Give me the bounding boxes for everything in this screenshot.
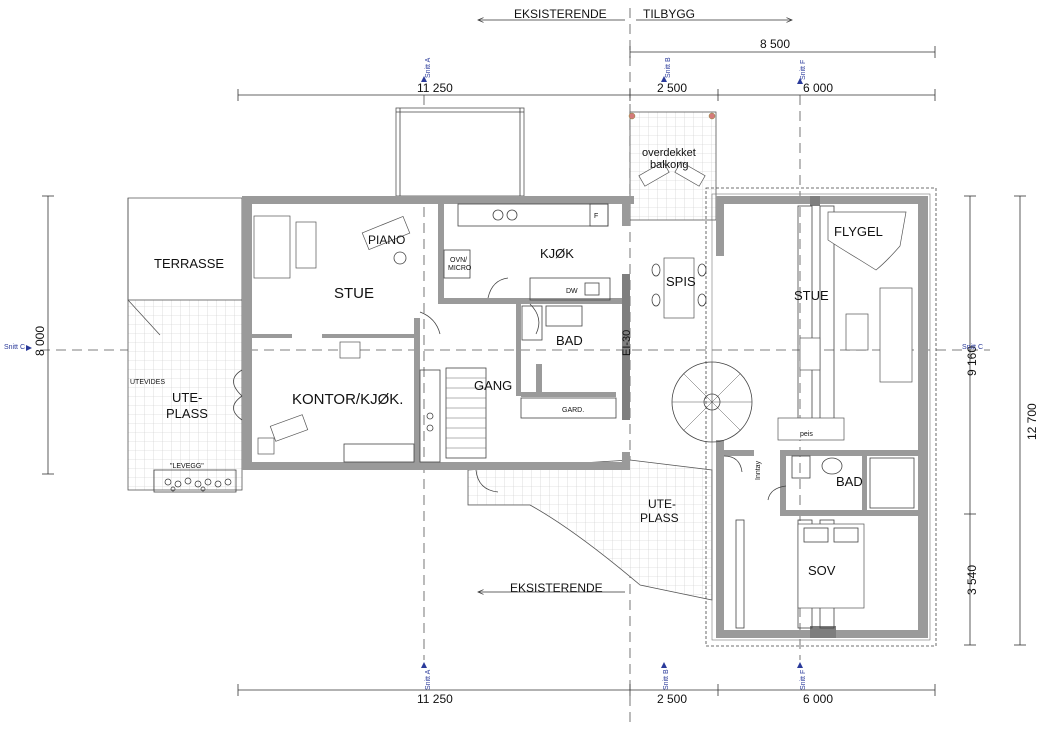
section-a-bottom: Snitt A	[425, 669, 432, 690]
label-ovn-2: MICRO	[448, 265, 472, 272]
top-dimensions: 8 500 11 250 2 500 6 000 Snitt A Snitt B…	[237, 37, 936, 101]
dim-bottom-mid: 2 500	[657, 692, 687, 706]
label-gard: GARD.	[562, 407, 584, 414]
label-fridge: F	[594, 213, 598, 220]
extension-label: TILBYGG	[643, 7, 695, 21]
dim-top-left: 11 250	[417, 81, 453, 95]
room-gang: GANG	[474, 378, 512, 393]
side-dimensions: 8 000 Snitt C 9 160 3 540 Snitt C 12 700	[4, 195, 1039, 646]
label-peis: peis	[800, 431, 813, 438]
room-terrasse: TERRASSE	[154, 256, 224, 271]
extension-walls	[716, 196, 928, 638]
room-ute-plass-left-1: UTE-	[172, 390, 202, 405]
bottom-existing-label: EKSISTERENDE	[510, 581, 603, 595]
dim-right-total: 12 700	[1025, 403, 1039, 440]
header-arrows: EKSISTERENDE TILBYGG	[478, 7, 792, 21]
section-a-top: Snitt A	[425, 57, 432, 78]
dim-left-height: 8 000	[33, 326, 47, 356]
dim-bottom-right: 6 000	[803, 692, 833, 706]
interior-details	[153, 112, 915, 629]
room-ute-plass-left-2: PLASS	[166, 406, 208, 421]
section-c-left: Snitt C	[4, 344, 25, 351]
label-utevides: UTEVIDES	[130, 379, 165, 386]
label-entre: Inntay	[755, 460, 762, 480]
dim-top-mid: 2 500	[657, 81, 687, 95]
dim-top-total-right: 8 500	[760, 37, 790, 51]
label-ovn-1: OVN/	[450, 257, 467, 264]
bottom-dimensions: 11 250 2 500 6 000 Snitt A Snitt B Snitt…	[237, 581, 936, 706]
room-balkong-1: overdekket	[642, 147, 696, 159]
room-bad: BAD	[556, 333, 583, 348]
room-ute-plass-mid-2: PLASS	[640, 511, 679, 525]
label-ei30: EI-30	[621, 330, 633, 356]
section-f-bottom: Snitt F	[800, 670, 807, 690]
room-ute-plass-mid-1: UTE-	[648, 497, 676, 511]
room-bad-new: BAD	[836, 474, 863, 489]
dim-right-height-a: 9 160	[965, 346, 979, 376]
room-flygel: FLYGEL	[834, 224, 883, 239]
room-kjokken: KJØK	[540, 246, 574, 261]
outdoor-tiles	[127, 107, 717, 601]
room-stue-new: STUE	[794, 288, 829, 303]
label-levegg: "LEVEGG"	[170, 463, 204, 470]
existing-walls	[242, 196, 634, 470]
section-c-right: Snitt C	[962, 344, 983, 351]
room-kontor: KONTOR/KJØK.	[292, 391, 403, 408]
section-b-top: Snitt B	[665, 57, 672, 78]
dim-right-height-b: 3 540	[965, 565, 979, 595]
dim-top-right: 6 000	[803, 81, 833, 95]
room-labels: TERRASSE STUE PIANO KONTOR/KJØK. UTE- PL…	[130, 147, 883, 578]
room-sov: SOV	[808, 563, 836, 578]
room-stue: STUE	[334, 285, 374, 302]
room-spis: SPIS	[666, 274, 696, 289]
section-b-bottom: Snitt B	[663, 669, 670, 690]
section-f-top: Snitt F	[800, 60, 807, 80]
existing-label: EKSISTERENDE	[514, 7, 607, 21]
room-piano: PIANO	[368, 233, 405, 247]
dim-bottom-left: 11 250	[417, 692, 453, 706]
label-dw: DW	[566, 288, 578, 295]
room-balkong-2: balkong	[650, 159, 689, 171]
